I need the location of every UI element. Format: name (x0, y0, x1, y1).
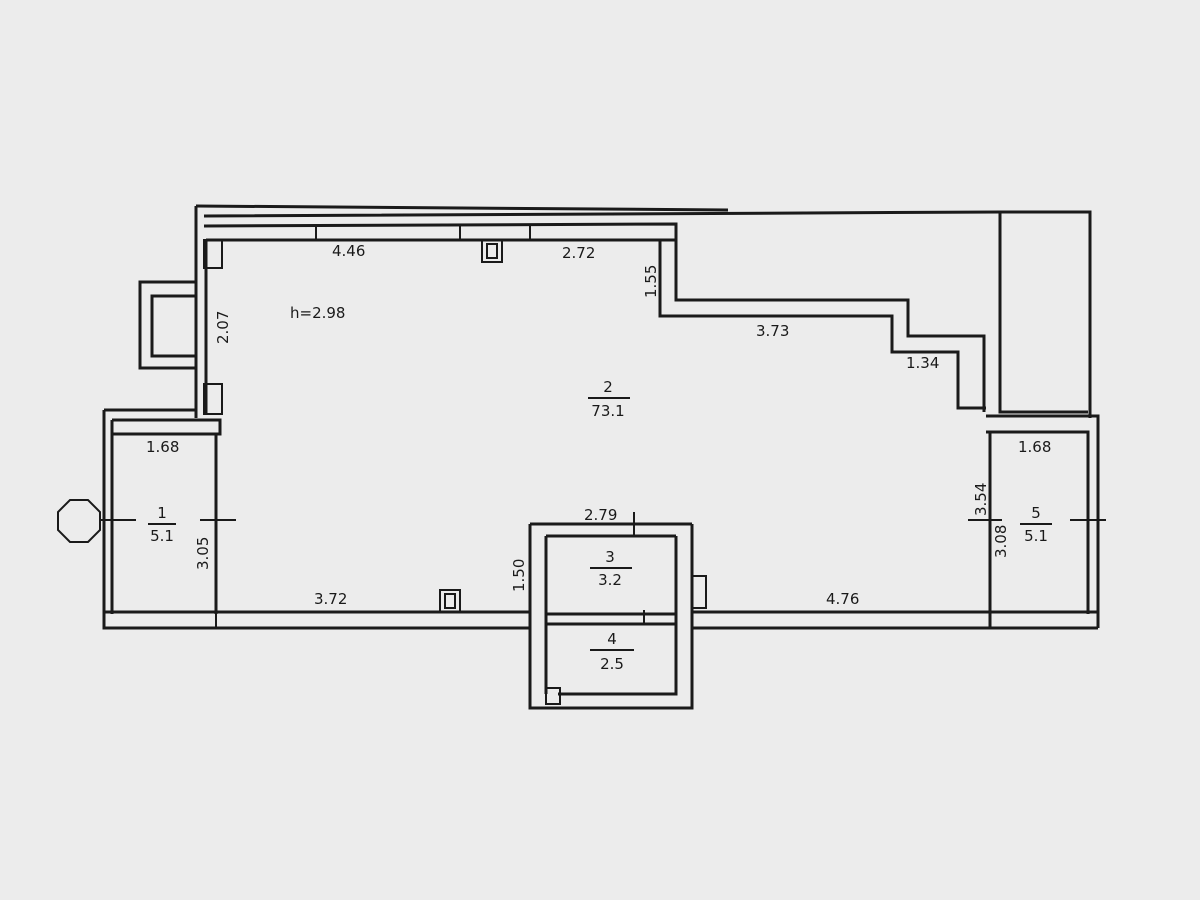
outer-walls (194, 204, 1092, 418)
svg-text:5.1: 5.1 (1024, 527, 1048, 545)
ceiling-height-label: h=2.98 (290, 304, 345, 322)
svg-text:3: 3 (605, 548, 615, 566)
svg-text:3.2: 3.2 (598, 571, 622, 589)
entrance-marker (57, 499, 101, 543)
svg-text:4: 4 (607, 630, 617, 648)
dim-top-right: 2.72 (562, 244, 595, 262)
dimension-ticks (100, 512, 1106, 624)
room-label-1: 1 5.1 (148, 504, 176, 545)
svg-text:2: 2 (603, 378, 613, 396)
dim-bath-height: 1.50 (510, 559, 528, 592)
room-label-3: 3 3.2 (590, 548, 632, 589)
room-label-2: 2 73.1 (588, 378, 630, 420)
dim-balcony-right-width: 1.68 (1018, 438, 1051, 456)
balcony-right (986, 414, 1100, 628)
dim-balcony-left-height: 3.05 (194, 537, 212, 570)
dim-top-left: 4.46 (332, 242, 365, 260)
dim-step-vertical: 1.55 (642, 265, 660, 298)
dim-bath-width: 2.79 (584, 506, 617, 524)
svg-text:5: 5 (1031, 504, 1041, 522)
dim-step-small: 1.34 (906, 354, 939, 372)
dim-bottom-right: 4.76 (826, 590, 859, 608)
svg-text:5.1: 5.1 (150, 527, 174, 545)
room-label-4: 4 2.5 (590, 630, 634, 673)
vent-ducts (439, 239, 707, 613)
room-label-5: 5 5.1 (1020, 504, 1052, 545)
dim-right-wall: 3.54 (972, 483, 990, 516)
window-bay-left (138, 280, 196, 370)
svg-text:2.5: 2.5 (600, 655, 624, 673)
dim-balcony-left-width: 1.68 (146, 438, 179, 456)
dim-balcony-right-height: 3.08 (992, 525, 1010, 558)
svg-text:1: 1 (157, 504, 167, 522)
dim-step-horizontal: 3.73 (756, 322, 789, 340)
svg-text:73.1: 73.1 (591, 402, 624, 420)
dim-left-wall: 2.07 (214, 311, 232, 344)
bathroom-block (528, 522, 694, 710)
dim-bottom-left: 3.72 (314, 590, 347, 608)
